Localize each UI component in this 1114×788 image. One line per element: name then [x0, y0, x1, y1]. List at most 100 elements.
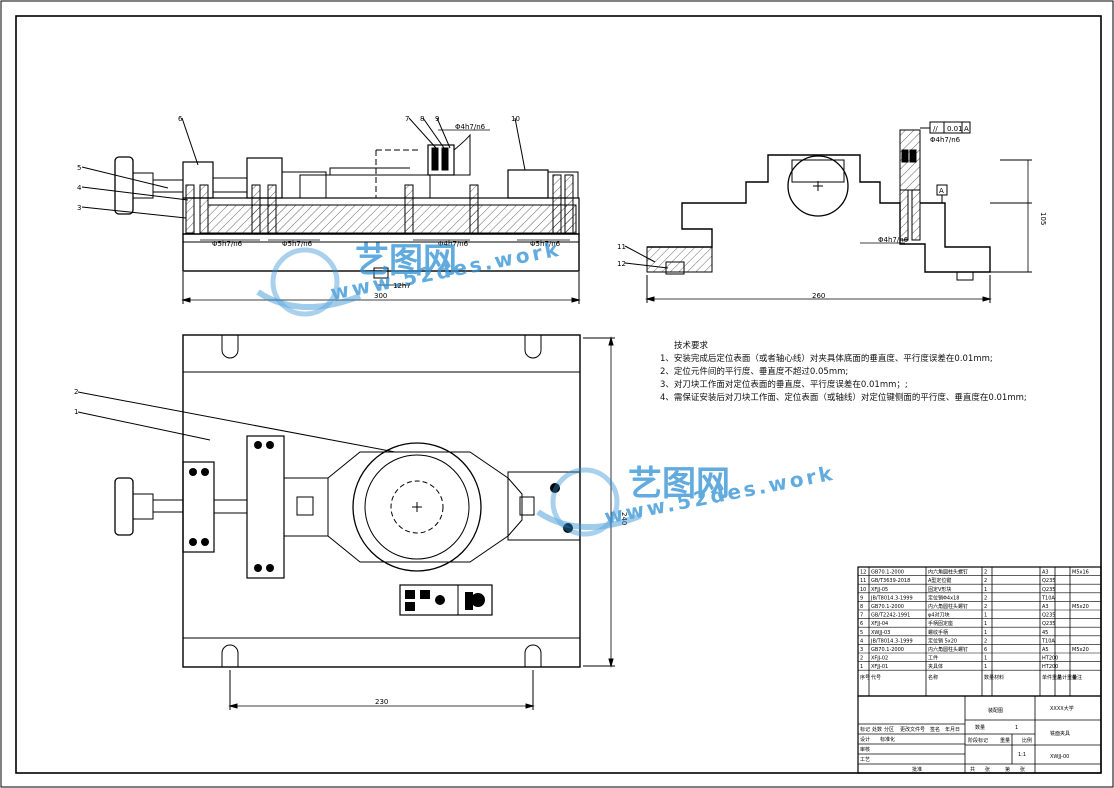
bom-cell: 6 [984, 647, 987, 653]
technical-requirements: 技术要求 1、安装完成后定位表面（或者轴心线）对夹具体底面的垂直度、平行度误差在… [660, 340, 1100, 405]
sheet-label: 第 [1005, 766, 1010, 773]
tb-row-label: 处数 [872, 726, 882, 733]
bom-cell: 1 [860, 664, 863, 670]
part-label: 11 [617, 243, 626, 251]
bom-cell: 1 [984, 630, 987, 636]
bom-header-cell: 单件重量 [1042, 674, 1062, 681]
part-label: 9 [435, 115, 439, 123]
bom-cell: 工件 [928, 655, 938, 662]
bom-cell: XFJJ-05 [871, 587, 888, 593]
bom-cell: Q235 [1042, 587, 1055, 593]
bom-cell: 定位销Φ4x18 [928, 594, 959, 601]
bom-cell: 内六角圆柱头螺钉 [928, 603, 968, 610]
bom-cell: 8 [860, 604, 863, 610]
bom-cell: φ4对刀块 [928, 612, 949, 619]
bom-cell: 12 [860, 570, 866, 576]
part-label: 2 [74, 388, 78, 396]
part-label: 7 [405, 115, 409, 123]
bom-cell: 2 [984, 638, 987, 644]
part-label: 10 [511, 115, 520, 123]
bom-cell: 2 [984, 595, 987, 601]
bom-cell: XFJJ-02 [871, 656, 888, 662]
bom-cell: 45 [1042, 630, 1048, 636]
top-view-labels: 2 1 240 230 [74, 388, 628, 706]
datum-label: A [939, 187, 944, 195]
bom-cell: 内六角圆柱头螺钉 [928, 569, 968, 576]
top-view [77, 334, 615, 710]
dimension-text: 105 [1039, 212, 1047, 225]
sheet-label: 张 [985, 766, 990, 773]
bom-cell: 螺纹手柄 [928, 629, 948, 636]
bom-cell: Q235 [1042, 621, 1055, 627]
tolerance-symbol: // [933, 125, 938, 133]
part-label: 6 [178, 115, 183, 123]
bom-cell: 11 [860, 578, 866, 584]
tech-req-item: 3、对刀块工作面对定位表面的垂直度、平行度误差在0.01mm；; [660, 380, 908, 390]
bom-cell: 4 [860, 638, 863, 644]
bom-cell: XFJJ-01 [871, 664, 888, 670]
bom-cell: A3 [1042, 604, 1049, 610]
part-label: 1 [74, 408, 78, 416]
fit-label: Φ4h7/n6 [438, 240, 469, 248]
bom-cell: 1 [984, 587, 987, 593]
bom-cell: 内六角圆柱头螺钉 [928, 646, 968, 653]
sheet-label: 共 [970, 766, 975, 773]
bom-cell: 1 [984, 664, 987, 670]
bom-header-cell: 材料 [994, 674, 1004, 681]
bom-cell: Q235 [1042, 613, 1055, 619]
scale-label: 比例 [1022, 737, 1032, 744]
tech-req-item: 4、需保证安装后对刀块工作面、定位表面（或轴线）对定位键侧面的平行度、垂直度在0… [660, 393, 1027, 403]
bom-cell: JB/T8014.3-1999 [870, 595, 913, 601]
bom-header-cell: 总计重量 [1057, 674, 1077, 681]
bom-cell: T10A [1041, 595, 1055, 601]
dimension-text: 300 [374, 292, 387, 300]
bom-cell: 1 [984, 621, 987, 627]
bom-cell: 7 [860, 613, 863, 619]
bom-cell: JB/T8014.3-1999 [870, 638, 913, 644]
drawing-frame [15, 15, 1102, 774]
part-label: 12 [617, 260, 626, 268]
bom-cell: A5 [1042, 647, 1049, 653]
bom-header-cell: 序号 [860, 674, 870, 681]
bom-cell: 固定V形块 [928, 586, 951, 593]
bom-cell: 5 [860, 630, 863, 636]
bom-cell: 2 [984, 570, 987, 576]
bom-cell: HT200 [1042, 656, 1058, 662]
part-label: 3 [77, 204, 81, 212]
dimension-text: 260 [812, 292, 825, 300]
quantity-label: 数量 [975, 724, 985, 731]
tb-left-label: 工艺 [860, 757, 870, 763]
tb-row-label: 年月日 [945, 726, 960, 733]
bom-cell: M5x16 [1072, 570, 1089, 576]
tb-left-label: 批准 [912, 766, 922, 773]
side-view-labels: 11 12 Φ4h7/n6 Φ4h7/n6 // 0.01 A A 105 26… [617, 125, 1047, 300]
tb-row-label: 更改文件号 [900, 726, 925, 733]
tb-row-label: 标记 [860, 726, 870, 733]
bom-cell: GB/T2242-1991 [871, 613, 910, 619]
weight-label: 重量 [1000, 737, 1010, 744]
bom-cell: 9 [860, 595, 863, 601]
fit-label: Φ5h7/n6 [282, 240, 313, 248]
bom-cell: GB70.1-2000 [871, 647, 904, 653]
tb-row-label: 签名 [930, 726, 940, 733]
dimension-text: 230 [375, 698, 388, 706]
scale-value: 1:1 [1018, 752, 1026, 758]
drawing-name: 铣面夹具 [1050, 730, 1070, 737]
bom-cell: M5x20 [1072, 647, 1089, 653]
bom-cell: 2 [984, 578, 987, 584]
watermark-brand: 艺图网 [355, 241, 457, 281]
bom-cell: 3 [860, 647, 863, 653]
bom-cell: A3 [1042, 570, 1049, 576]
school-name: XXXX大学 [1050, 705, 1074, 712]
bom-cell: 2 [860, 656, 863, 662]
bom-cell: 1 [984, 613, 987, 619]
bom-cell: HT200 [1042, 664, 1058, 670]
side-view [624, 121, 1032, 303]
bom-cell: A型定位键 [928, 577, 951, 584]
tech-req-item: 1、安装完成后定位表面（或者轴心线）对夹具体底面的垂直度、平行度误差在0.01m… [660, 354, 993, 364]
title-block [857, 695, 1102, 774]
bom-cell: T10A [1041, 638, 1055, 644]
